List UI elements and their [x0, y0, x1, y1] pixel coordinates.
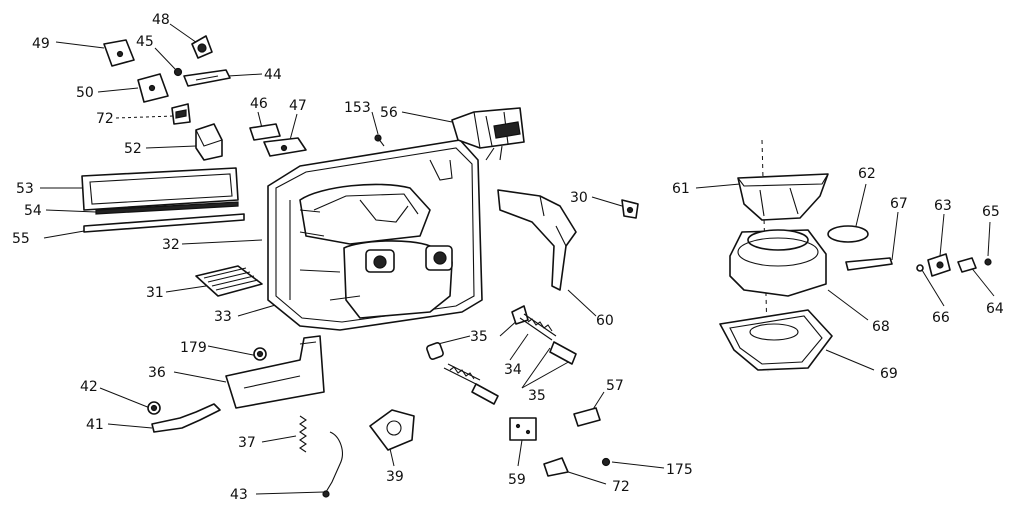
callout-153: 153 [344, 100, 371, 116]
part-72-clip-lower [543, 457, 569, 477]
part-62-disc [827, 225, 869, 243]
callout-35-upper: 35 [470, 329, 488, 345]
part-35-coupling-lower [471, 341, 577, 405]
callout-42: 42 [80, 379, 98, 395]
part-34-springs [443, 313, 557, 385]
callout-45: 45 [136, 34, 154, 50]
callout-31: 31 [146, 285, 164, 301]
callout-44: 44 [264, 67, 282, 83]
part-35-coupling-upper [426, 305, 529, 360]
part-153-screw [374, 134, 385, 147]
callout-33: 33 [214, 309, 232, 325]
part-42-nut [147, 401, 161, 415]
part-45-screw [173, 67, 183, 77]
callout-41: 41 [86, 417, 104, 433]
callout-35-lower: 35 [528, 388, 546, 404]
part-65-tip [984, 258, 992, 266]
part-49-plate [103, 39, 135, 67]
part-39-switch [369, 409, 415, 451]
part-66-washer [916, 264, 924, 272]
callout-54: 54 [24, 203, 42, 219]
callout-34: 34 [504, 362, 522, 378]
part-63-motor [927, 253, 951, 277]
part-50-bracket [137, 73, 169, 103]
callout-62: 62 [858, 166, 876, 182]
callout-48: 48 [152, 12, 170, 28]
part-36-plate [225, 335, 325, 409]
part-54-strip [95, 201, 239, 215]
callout-175: 175 [666, 462, 693, 478]
callout-32: 32 [162, 237, 180, 253]
callout-60: 60 [596, 313, 614, 329]
part-30-clip [621, 199, 639, 219]
callout-47: 47 [289, 98, 307, 114]
part-56-motor [451, 107, 525, 161]
part-47-bracket [263, 137, 307, 157]
callout-50: 50 [76, 85, 94, 101]
callout-49: 49 [32, 36, 50, 52]
callout-53: 53 [16, 181, 34, 197]
callout-37: 37 [238, 435, 256, 451]
callout-57: 57 [606, 378, 624, 394]
part-69-pan [719, 309, 833, 371]
callout-68: 68 [872, 319, 890, 335]
callout-52: 52 [124, 141, 142, 157]
main-housing [267, 139, 483, 331]
callout-63: 63 [934, 198, 952, 214]
callout-72-upper: 72 [96, 111, 114, 127]
part-68-base [729, 229, 827, 297]
part-48-knob [191, 35, 213, 59]
callout-66: 66 [932, 310, 950, 326]
callout-179: 179 [180, 340, 207, 356]
callout-67: 67 [890, 196, 908, 212]
callout-43: 43 [230, 487, 248, 503]
callout-56: 56 [380, 105, 398, 121]
part-44-lever [183, 69, 231, 87]
callout-61: 61 [672, 181, 690, 197]
part-53-panel [81, 167, 239, 211]
part-37-spring [299, 415, 307, 453]
part-175-screw [601, 457, 611, 467]
part-179-grommet [253, 347, 267, 361]
callout-55: 55 [12, 231, 30, 247]
callout-69: 69 [880, 366, 898, 382]
callout-59: 59 [508, 472, 526, 488]
callout-64: 64 [986, 301, 1004, 317]
part-57-clip [573, 407, 601, 427]
part-67-rod [845, 257, 893, 271]
part-55-bar [83, 213, 245, 233]
part-72-clip [171, 103, 191, 125]
leader-lines [40, 23, 995, 495]
part-60-bracket [497, 189, 577, 291]
callout-36: 36 [148, 365, 166, 381]
part-46-plate [249, 123, 281, 141]
callout-30: 30 [570, 190, 588, 206]
part-41-rod [151, 403, 221, 433]
part-61-hopper [737, 173, 829, 221]
part-59-plate [509, 417, 537, 441]
part-31-grille-tray [195, 265, 263, 297]
part-43-cable [322, 431, 343, 498]
callout-65: 65 [982, 204, 1000, 220]
callout-labels: 48 49 45 44 50 46 47 72 153 56 52 53 54 … [12, 12, 1004, 503]
part-52-block [195, 123, 223, 161]
callout-72-lower: 72 [612, 479, 630, 495]
callout-39: 39 [386, 469, 404, 485]
part-64-plug [957, 257, 977, 273]
callout-46: 46 [250, 96, 268, 112]
